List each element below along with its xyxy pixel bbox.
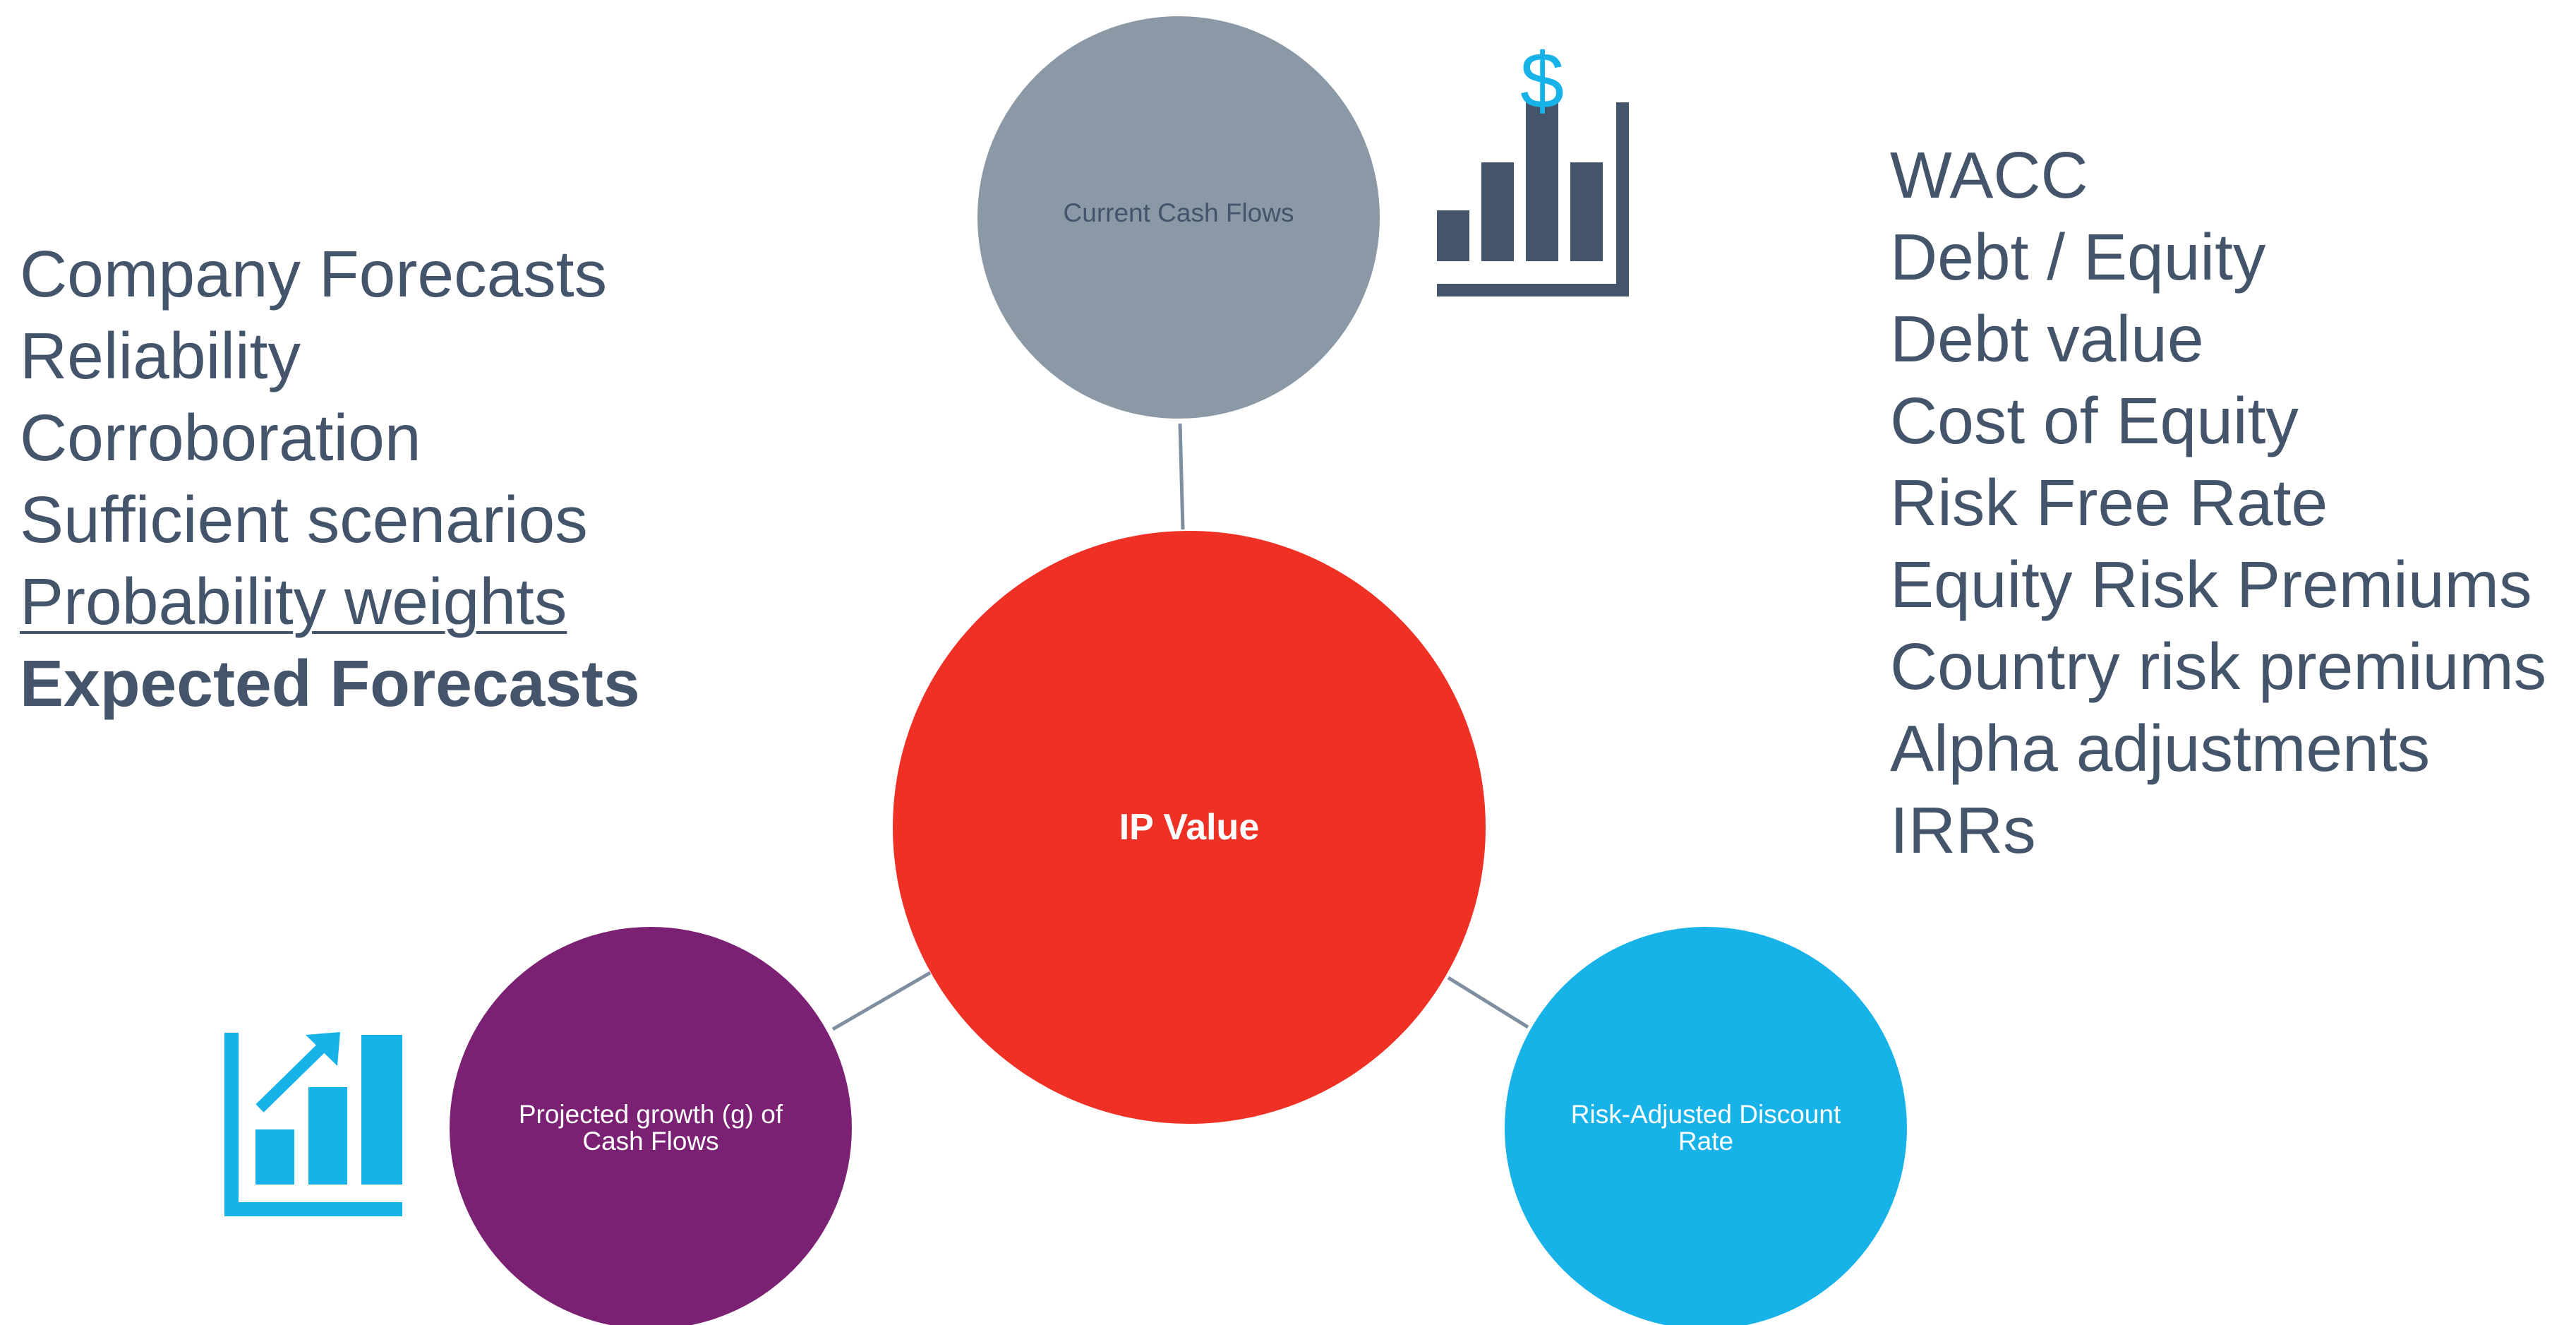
list-item: Sufficient scenarios (20, 483, 588, 556)
list-item: Cost of Equity (1890, 384, 2299, 457)
dollar-bar-chart-icon (1437, 102, 1629, 296)
list-item: IRRs (1890, 793, 2036, 867)
node-label-risk-adjusted-discount-rate: Risk-Adjusted Discount Rate (1570, 1100, 1841, 1156)
node-label-current-cash-flows: Current Cash Flows (1063, 198, 1294, 227)
node-ip-value (893, 531, 1486, 1124)
list-item: Alpha adjustments (1890, 712, 2431, 785)
forecast-considerations-list: Company Forecasts Reliability Corroborat… (20, 233, 640, 724)
list-item: Risk Free Rate (1890, 466, 2328, 539)
discount-rate-factors-list: WACC Debt / Equity Debt value Cost of Eq… (1890, 134, 2546, 871)
list-item: Probability weights (20, 565, 567, 638)
dollar-icon: $ (1519, 37, 1565, 125)
growth-bar-chart-icon (224, 1032, 402, 1216)
list-item: Country risk premiums (1890, 630, 2547, 703)
connector-left (831, 971, 932, 1031)
list-item: Equity Risk Premiums (1890, 548, 2532, 621)
node-current-cash-flows (977, 16, 1380, 419)
list-item: Expected Forecasts (20, 647, 640, 720)
list-item: Corroboration (20, 401, 421, 474)
list-item: Debt value (1890, 302, 2204, 376)
connector-right (1447, 976, 1529, 1029)
node-label-ip-value: IP Value (1119, 807, 1260, 848)
list-item: Company Forecasts (20, 237, 608, 311)
list-item: Debt / Equity (1890, 220, 2266, 294)
node-label-projected-growth: Projected growth (g) of Cash Flows (518, 1100, 783, 1156)
node-projected-growth (450, 927, 852, 1325)
list-item: WACC (1890, 138, 2088, 212)
list-item: Reliability (20, 319, 301, 392)
connector-top (1178, 423, 1185, 530)
node-risk-adjusted-discount-rate (1505, 927, 1907, 1325)
